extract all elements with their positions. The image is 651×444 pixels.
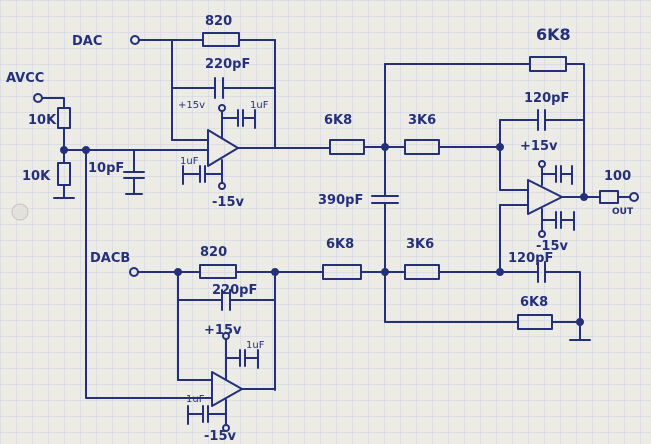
r-div-bot-label: 10K xyxy=(22,169,51,184)
r-top-3k6-label: 3K6 xyxy=(408,113,436,128)
u1-neg-supply: -15v xyxy=(212,195,244,210)
filter-network xyxy=(322,56,639,341)
wire xyxy=(41,97,65,109)
junction-dot xyxy=(496,143,504,151)
c-mid-label: 390pF xyxy=(318,193,363,208)
junction-dot xyxy=(580,193,588,201)
avcc-divider xyxy=(33,93,213,399)
r-top-6k8-label: 6K8 xyxy=(324,113,352,128)
u2-neg-supply: -15v xyxy=(204,429,236,444)
punch-hole xyxy=(11,203,29,221)
c-fb-bot-label: 220pF xyxy=(212,283,257,298)
junction-dot xyxy=(174,268,182,276)
u3-neg-supply: -15v xyxy=(536,239,568,254)
opamp-u3 xyxy=(527,179,563,215)
junction-dot xyxy=(381,143,389,151)
r-bot-3k6-label: 3K6 xyxy=(406,237,434,252)
junction-dot xyxy=(381,268,389,276)
u1-dec-neg: 1uF xyxy=(180,156,199,167)
c-fb-top-label: 220pF xyxy=(205,57,250,72)
c-out-fb-label: 120pF xyxy=(524,91,569,106)
junction-dot xyxy=(82,146,90,154)
r-out-gnd-label: 6K8 xyxy=(520,295,548,310)
u3-pos-supply: +15v xyxy=(520,139,558,154)
supply-terminal xyxy=(218,182,226,190)
opamp-u2 xyxy=(211,371,243,407)
avcc-label: AVCC xyxy=(6,71,44,86)
opamp-u1 xyxy=(207,129,239,167)
supply-terminal xyxy=(222,424,230,432)
junction-dot xyxy=(576,318,584,326)
junction-dot xyxy=(271,268,279,276)
wire xyxy=(544,271,581,341)
junction-dot xyxy=(496,268,504,276)
supply-terminal xyxy=(538,230,546,238)
supply-terminal xyxy=(222,332,230,340)
u2-dec-neg: 1uF xyxy=(186,394,205,405)
out-terminal[interactable] xyxy=(629,192,639,202)
r-fb-top-label: 820 xyxy=(205,14,232,29)
r-out-label: 100 xyxy=(604,169,631,184)
dacb-label: DACB xyxy=(90,251,130,266)
u2-dec-pos: 1uF xyxy=(246,340,265,351)
r-div-top-label: 10K xyxy=(28,113,57,128)
labels: DAC DACB AVCC OUT 820 220pF 820 220pF 10… xyxy=(6,14,634,444)
dac-stage xyxy=(130,32,331,190)
junction-dot xyxy=(60,146,68,154)
u1-pos-supply: +15v xyxy=(178,100,205,111)
r-out-fb-label: 6K8 xyxy=(536,25,571,44)
r-bot-6k8-label: 6K8 xyxy=(326,237,354,252)
supply-terminal xyxy=(218,104,226,112)
dac-label: DAC xyxy=(72,34,102,49)
out-label: OUT xyxy=(612,207,634,217)
wire xyxy=(85,149,213,399)
wire xyxy=(565,63,585,197)
c-out-gnd-label: 120pF xyxy=(508,251,553,266)
r-fb-bot-label: 820 xyxy=(200,245,227,260)
u1-dec-pos: 1uF xyxy=(250,100,269,111)
c-div-label: 10pF xyxy=(88,161,124,176)
supply-terminal xyxy=(538,160,546,168)
dacb-stage xyxy=(129,264,324,432)
u2-pos-supply: +15v xyxy=(204,323,242,338)
